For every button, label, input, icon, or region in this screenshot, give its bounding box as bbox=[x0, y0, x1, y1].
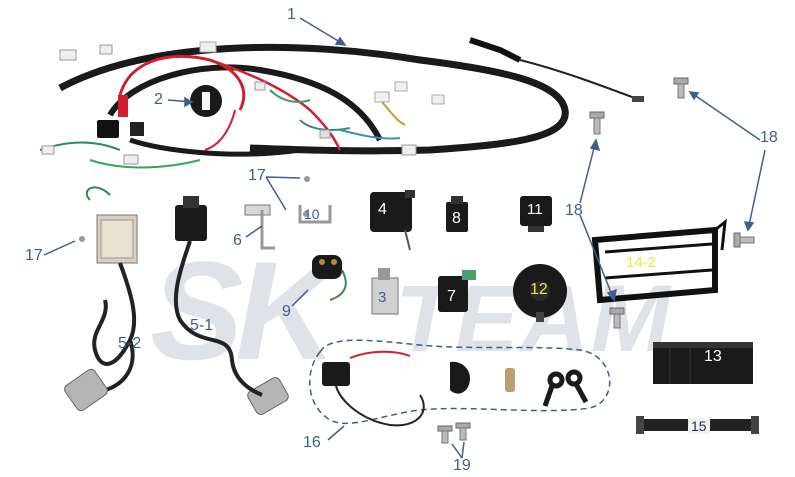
label-part-16: 16 bbox=[303, 434, 321, 451]
label-part-13: 13 bbox=[704, 348, 722, 365]
label-part-19: 19 bbox=[453, 457, 471, 474]
wiring-harness-icon bbox=[39, 41, 569, 169]
bracket-icon bbox=[244, 204, 275, 250]
label-part-6: 6 bbox=[233, 232, 242, 249]
kit-group-outline bbox=[309, 339, 611, 425]
label-part-7: 7 bbox=[447, 288, 456, 305]
battery-icon bbox=[653, 342, 753, 384]
label-part-11: 11 bbox=[527, 201, 543, 218]
key-icon bbox=[542, 369, 589, 407]
brake-switch-icon bbox=[469, 37, 644, 102]
cdi-icon bbox=[370, 190, 415, 251]
relay-icon bbox=[520, 196, 552, 232]
label-part-8: 8 bbox=[452, 210, 461, 227]
regulator-icon bbox=[371, 268, 399, 315]
label-part-5-1: 5-1 bbox=[190, 317, 214, 334]
horn-icon bbox=[513, 264, 567, 322]
label-part-2: 2 bbox=[154, 91, 163, 108]
watermark-left: SK bbox=[150, 232, 337, 389]
label-part-3: 3 bbox=[378, 289, 387, 306]
ignition-coil-icon bbox=[85, 186, 138, 394]
bracket-icon bbox=[298, 205, 332, 224]
label-part-18b: 18 bbox=[760, 129, 778, 146]
relay-icon bbox=[438, 270, 476, 312]
label-part-10: 10 bbox=[304, 206, 320, 222]
screw-icon bbox=[437, 422, 471, 444]
label-part-5-2: 5-2 bbox=[118, 335, 142, 352]
label-part-18a: 18 bbox=[565, 202, 583, 219]
starter-relay-icon bbox=[312, 255, 347, 301]
label-part-4: 4 bbox=[378, 201, 387, 218]
label-part-12: 12 bbox=[530, 281, 548, 298]
flasher-icon bbox=[446, 196, 468, 232]
ignition-coil-icon bbox=[173, 196, 263, 397]
label-part-17b: 17 bbox=[25, 247, 43, 264]
label-part-14-2: 14-2 bbox=[626, 254, 657, 271]
battery-bracket-icon bbox=[591, 218, 727, 304]
label-part-1: 1 bbox=[287, 6, 296, 23]
label-part-15: 15 bbox=[688, 418, 710, 434]
screw-icon bbox=[589, 77, 755, 329]
grommet-icon bbox=[190, 85, 222, 117]
screw-icon bbox=[79, 176, 310, 242]
label-part-9: 9 bbox=[282, 303, 291, 320]
spark-plug-cap-icon bbox=[64, 368, 289, 415]
callout-lines bbox=[43, 17, 766, 459]
label-part-17a: 17 bbox=[248, 167, 266, 184]
ignition-switch-icon bbox=[322, 350, 515, 427]
